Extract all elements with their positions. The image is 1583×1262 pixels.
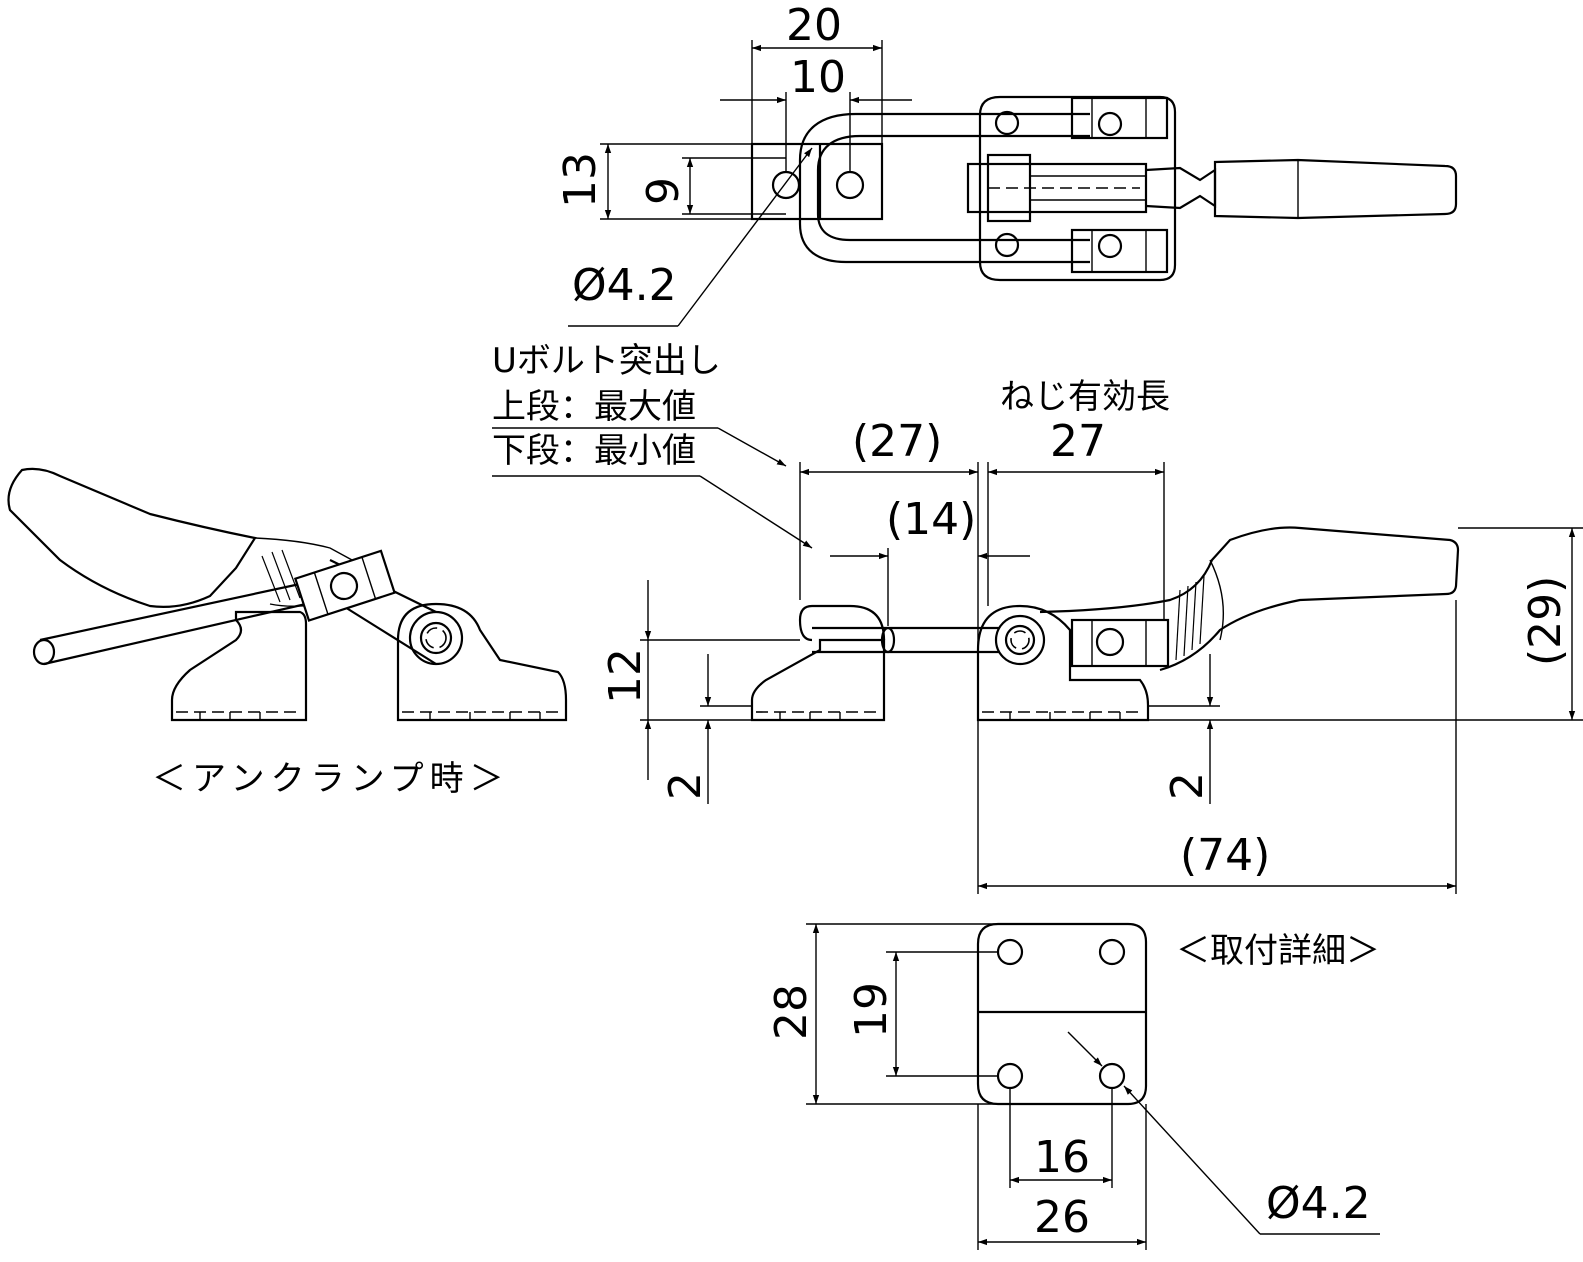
dim-hole-top-label: Ø4.2 xyxy=(572,260,677,311)
dim-27-ref-label: (27) xyxy=(852,416,942,467)
dim-28-label: 28 xyxy=(766,984,817,1040)
dim-9-label: 9 xyxy=(638,177,689,205)
dim-13-label: 13 xyxy=(555,152,606,208)
dim-14-ref-label: (14) xyxy=(886,494,976,545)
thread-length-label: ねじ有効長 xyxy=(1000,377,1170,417)
unclamp-caption: ＜アンクランプ時＞ xyxy=(152,759,510,799)
mounting-detail: ＜取付詳細＞ 28 19 16 26 Ø4.2 xyxy=(766,922,1380,1250)
ubolt-note-line2: 上段：最大値 xyxy=(492,387,696,427)
dim-74-ref-label: (74) xyxy=(1180,830,1270,881)
ubolt-note-line1: Uボルト突出し xyxy=(492,341,721,381)
dim-29-ref-label: (29) xyxy=(1520,576,1571,666)
unclamp-view: ＜アンクランプ時＞ xyxy=(7,467,568,799)
side-view-dimensions: ねじ有効長 (27) 27 (14) 12 2 2 xyxy=(600,377,1583,894)
dim-27-label: 27 xyxy=(1050,416,1106,467)
ubolt-note: Uボルト突出し 上段：最大値 下段：最小値 xyxy=(492,341,813,549)
dim-10-label: 10 xyxy=(790,52,846,103)
dim-2-right-label: 2 xyxy=(1162,772,1213,800)
dim-20-label: 20 xyxy=(786,0,842,51)
side-view xyxy=(750,526,1460,722)
ubolt-note-line3: 下段：最小値 xyxy=(492,431,696,471)
top-view xyxy=(750,95,1458,282)
dim-12-label: 12 xyxy=(600,648,651,704)
mounting-detail-caption: ＜取付詳細＞ xyxy=(1176,931,1380,971)
dim-16-label: 16 xyxy=(1034,1132,1090,1183)
dim-2-left-label: 2 xyxy=(660,772,711,800)
dim-19-label: 19 xyxy=(846,982,897,1038)
dim-hole-mount-label: Ø4.2 xyxy=(1266,1178,1371,1229)
top-view-dimensions: 20 10 13 9 Ø4.2 xyxy=(555,0,912,327)
dim-26-label: 26 xyxy=(1034,1192,1090,1243)
